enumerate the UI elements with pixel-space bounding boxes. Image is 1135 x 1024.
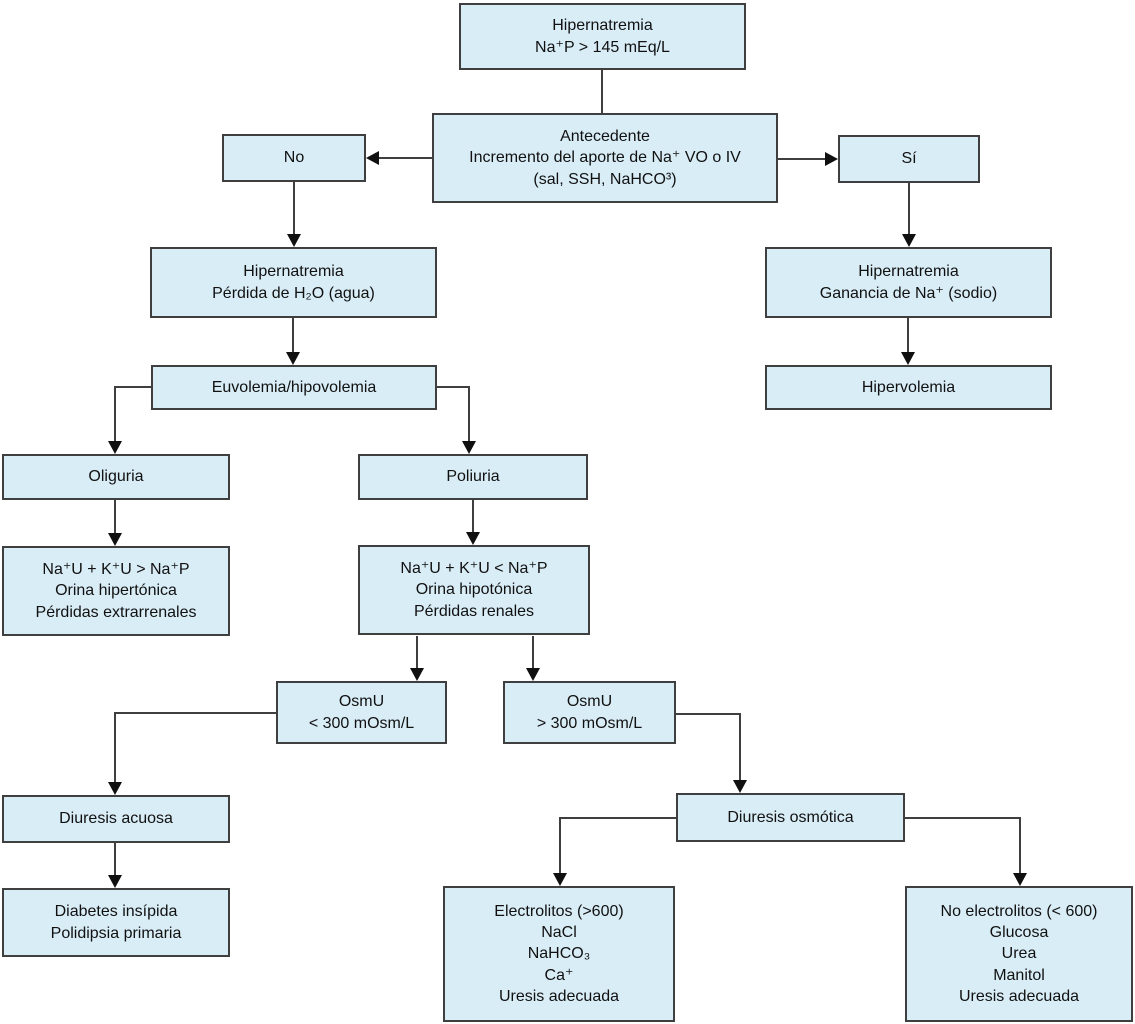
connector-perdida-euvolemia [292, 318, 294, 353]
arrowhead-down-icon [466, 532, 480, 545]
connector-poliuria-hipotonica [472, 500, 474, 533]
connector-root-antecedente [601, 70, 603, 113]
node-diabetes-insipida: Diabetes insípida Polidipsia primaria [2, 888, 230, 957]
arrowhead-down-icon [108, 875, 122, 888]
node-antecedente: Antecedente Incremento del aporte de Na⁺… [432, 113, 778, 203]
node-diuresis-osmotica: Diuresis osmótica [676, 793, 905, 842]
arrowhead-down-icon [553, 873, 567, 886]
arrowhead-down-icon [1013, 873, 1027, 886]
connector-ganancia-hipervolemia [907, 318, 909, 353]
node-oliguria: Oliguria [2, 454, 230, 500]
connector-no-perdida [293, 182, 295, 235]
arrowhead-down-icon [733, 780, 747, 793]
connector-osmotica-electrolitos-v [559, 817, 561, 874]
connector-euvolemia-poliuria-v [468, 386, 470, 442]
arrowhead-down-icon [462, 441, 476, 454]
connector-osmotica-noelectrolitos-v [1019, 817, 1021, 874]
connector-osmu-izq-acuosa-v [114, 712, 116, 783]
connector-si-ganancia [908, 183, 910, 235]
connector-antecedente-si [778, 158, 827, 160]
arrowhead-down-icon [526, 668, 540, 681]
arrowhead-down-icon [410, 668, 424, 681]
node-perdida-agua: Hipernatremia Pérdida de H₂O (agua) [150, 247, 437, 318]
arrowhead-down-icon [902, 234, 916, 247]
node-electrolitos: Electrolitos (>600) NaCl NaHCO₃ Ca⁺ Ures… [443, 886, 675, 1022]
connector-euvolemia-oliguria-h [115, 386, 151, 388]
node-euvolemia-hipovolemia: Euvolemia/hipovolemia [151, 365, 437, 410]
node-diuresis-acuosa: Diuresis acuosa [2, 795, 230, 843]
arrowhead-down-icon [287, 234, 301, 247]
node-osmu-mayor-300: OsmU > 300 mOsm/L [503, 681, 676, 744]
arrowhead-down-icon [108, 782, 122, 795]
connector-osmotica-noelectrolitos-h [905, 817, 1020, 819]
node-no: No [222, 134, 366, 182]
connector-antecedente-no [378, 157, 432, 159]
connector-osmu-der-osmotica-h [676, 713, 740, 715]
node-hipernatremia-root: Hipernatremia Na⁺P > 145 mEq/L [459, 3, 746, 70]
connector-euvolemia-poliuria-h [437, 386, 470, 388]
node-ganancia-sodio: Hipernatremia Ganancia de Na⁺ (sodio) [765, 247, 1052, 318]
node-no-electrolitos: No electrolitos (< 600) Glucosa Urea Man… [905, 886, 1133, 1022]
node-osmu-menor-300: OsmU < 300 mOsm/L [276, 681, 447, 744]
connector-acuosa-diabetes [114, 843, 116, 876]
connector-euvolemia-oliguria-v [114, 386, 116, 442]
node-orina-hipotonica: Na⁺U + K⁺U < Na⁺P Orina hipotónica Pérdi… [358, 545, 590, 635]
connector-osmotica-electrolitos-h [560, 817, 676, 819]
arrowhead-left-icon [366, 151, 379, 165]
connector-hipotonica-osmu-der [532, 636, 534, 669]
connector-hipotonica-osmu-izq [416, 636, 418, 669]
node-orina-hipertonica: Na⁺U + K⁺U > Na⁺P Orina hipertónica Pérd… [2, 546, 230, 636]
node-poliuria: Poliuria [358, 454, 588, 500]
arrowhead-down-icon [108, 441, 122, 454]
connector-oliguria-hipertonica [114, 500, 116, 534]
node-hipervolemia: Hipervolemia [765, 365, 1052, 410]
arrowhead-down-icon [286, 352, 300, 365]
connector-osmu-izq-acuosa-h [115, 712, 276, 714]
connector-osmu-der-osmotica-v [739, 713, 741, 781]
arrowhead-right-icon [825, 152, 838, 166]
arrowhead-down-icon [901, 352, 915, 365]
arrowhead-down-icon [108, 533, 122, 546]
node-si: Sí [838, 135, 980, 183]
